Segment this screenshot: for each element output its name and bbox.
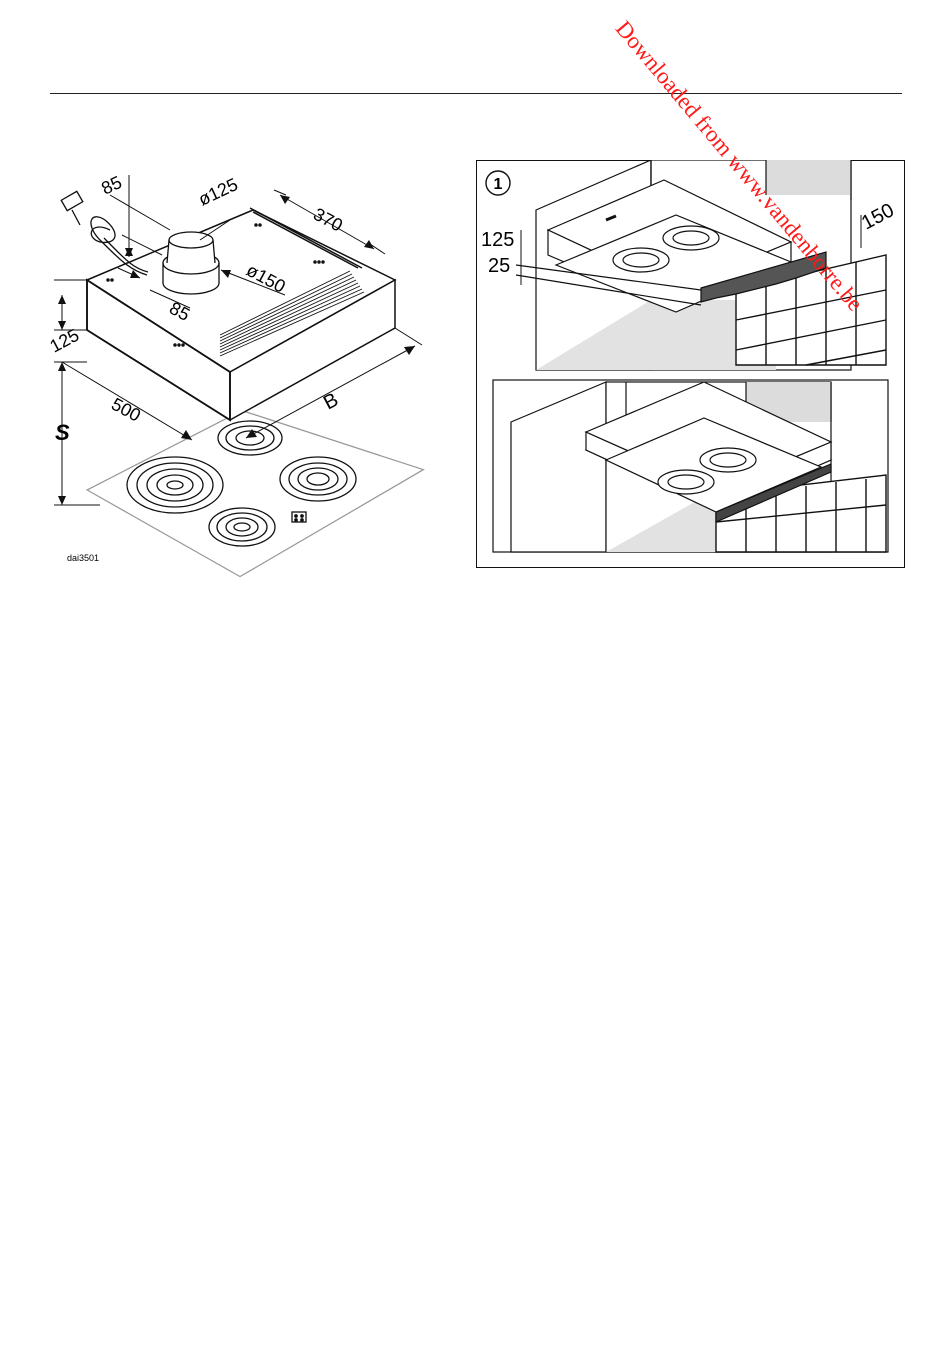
dim-370: 370	[310, 204, 346, 236]
dim-s: S	[55, 420, 70, 445]
installation-figure: 1 125 25 150	[476, 160, 905, 568]
step-2-scene	[493, 380, 888, 552]
dim-500: 500	[108, 394, 144, 426]
dim-b: B	[320, 389, 342, 415]
hood-dimension-figure: 85 ø125 370 ø150 85 125 500 B S dai3501	[40, 150, 460, 590]
dim-125-diameter: ø125	[195, 174, 241, 209]
header-rule	[50, 93, 902, 94]
dim-85-top: 85	[98, 172, 125, 199]
dim-125: 125	[481, 229, 514, 251]
duct-collar	[163, 232, 219, 294]
control-symbol	[292, 512, 306, 522]
dim-25: 25	[488, 255, 510, 277]
hood-body	[87, 208, 395, 420]
figure-code: dai3501	[67, 553, 99, 563]
step-number: 1	[494, 176, 503, 193]
